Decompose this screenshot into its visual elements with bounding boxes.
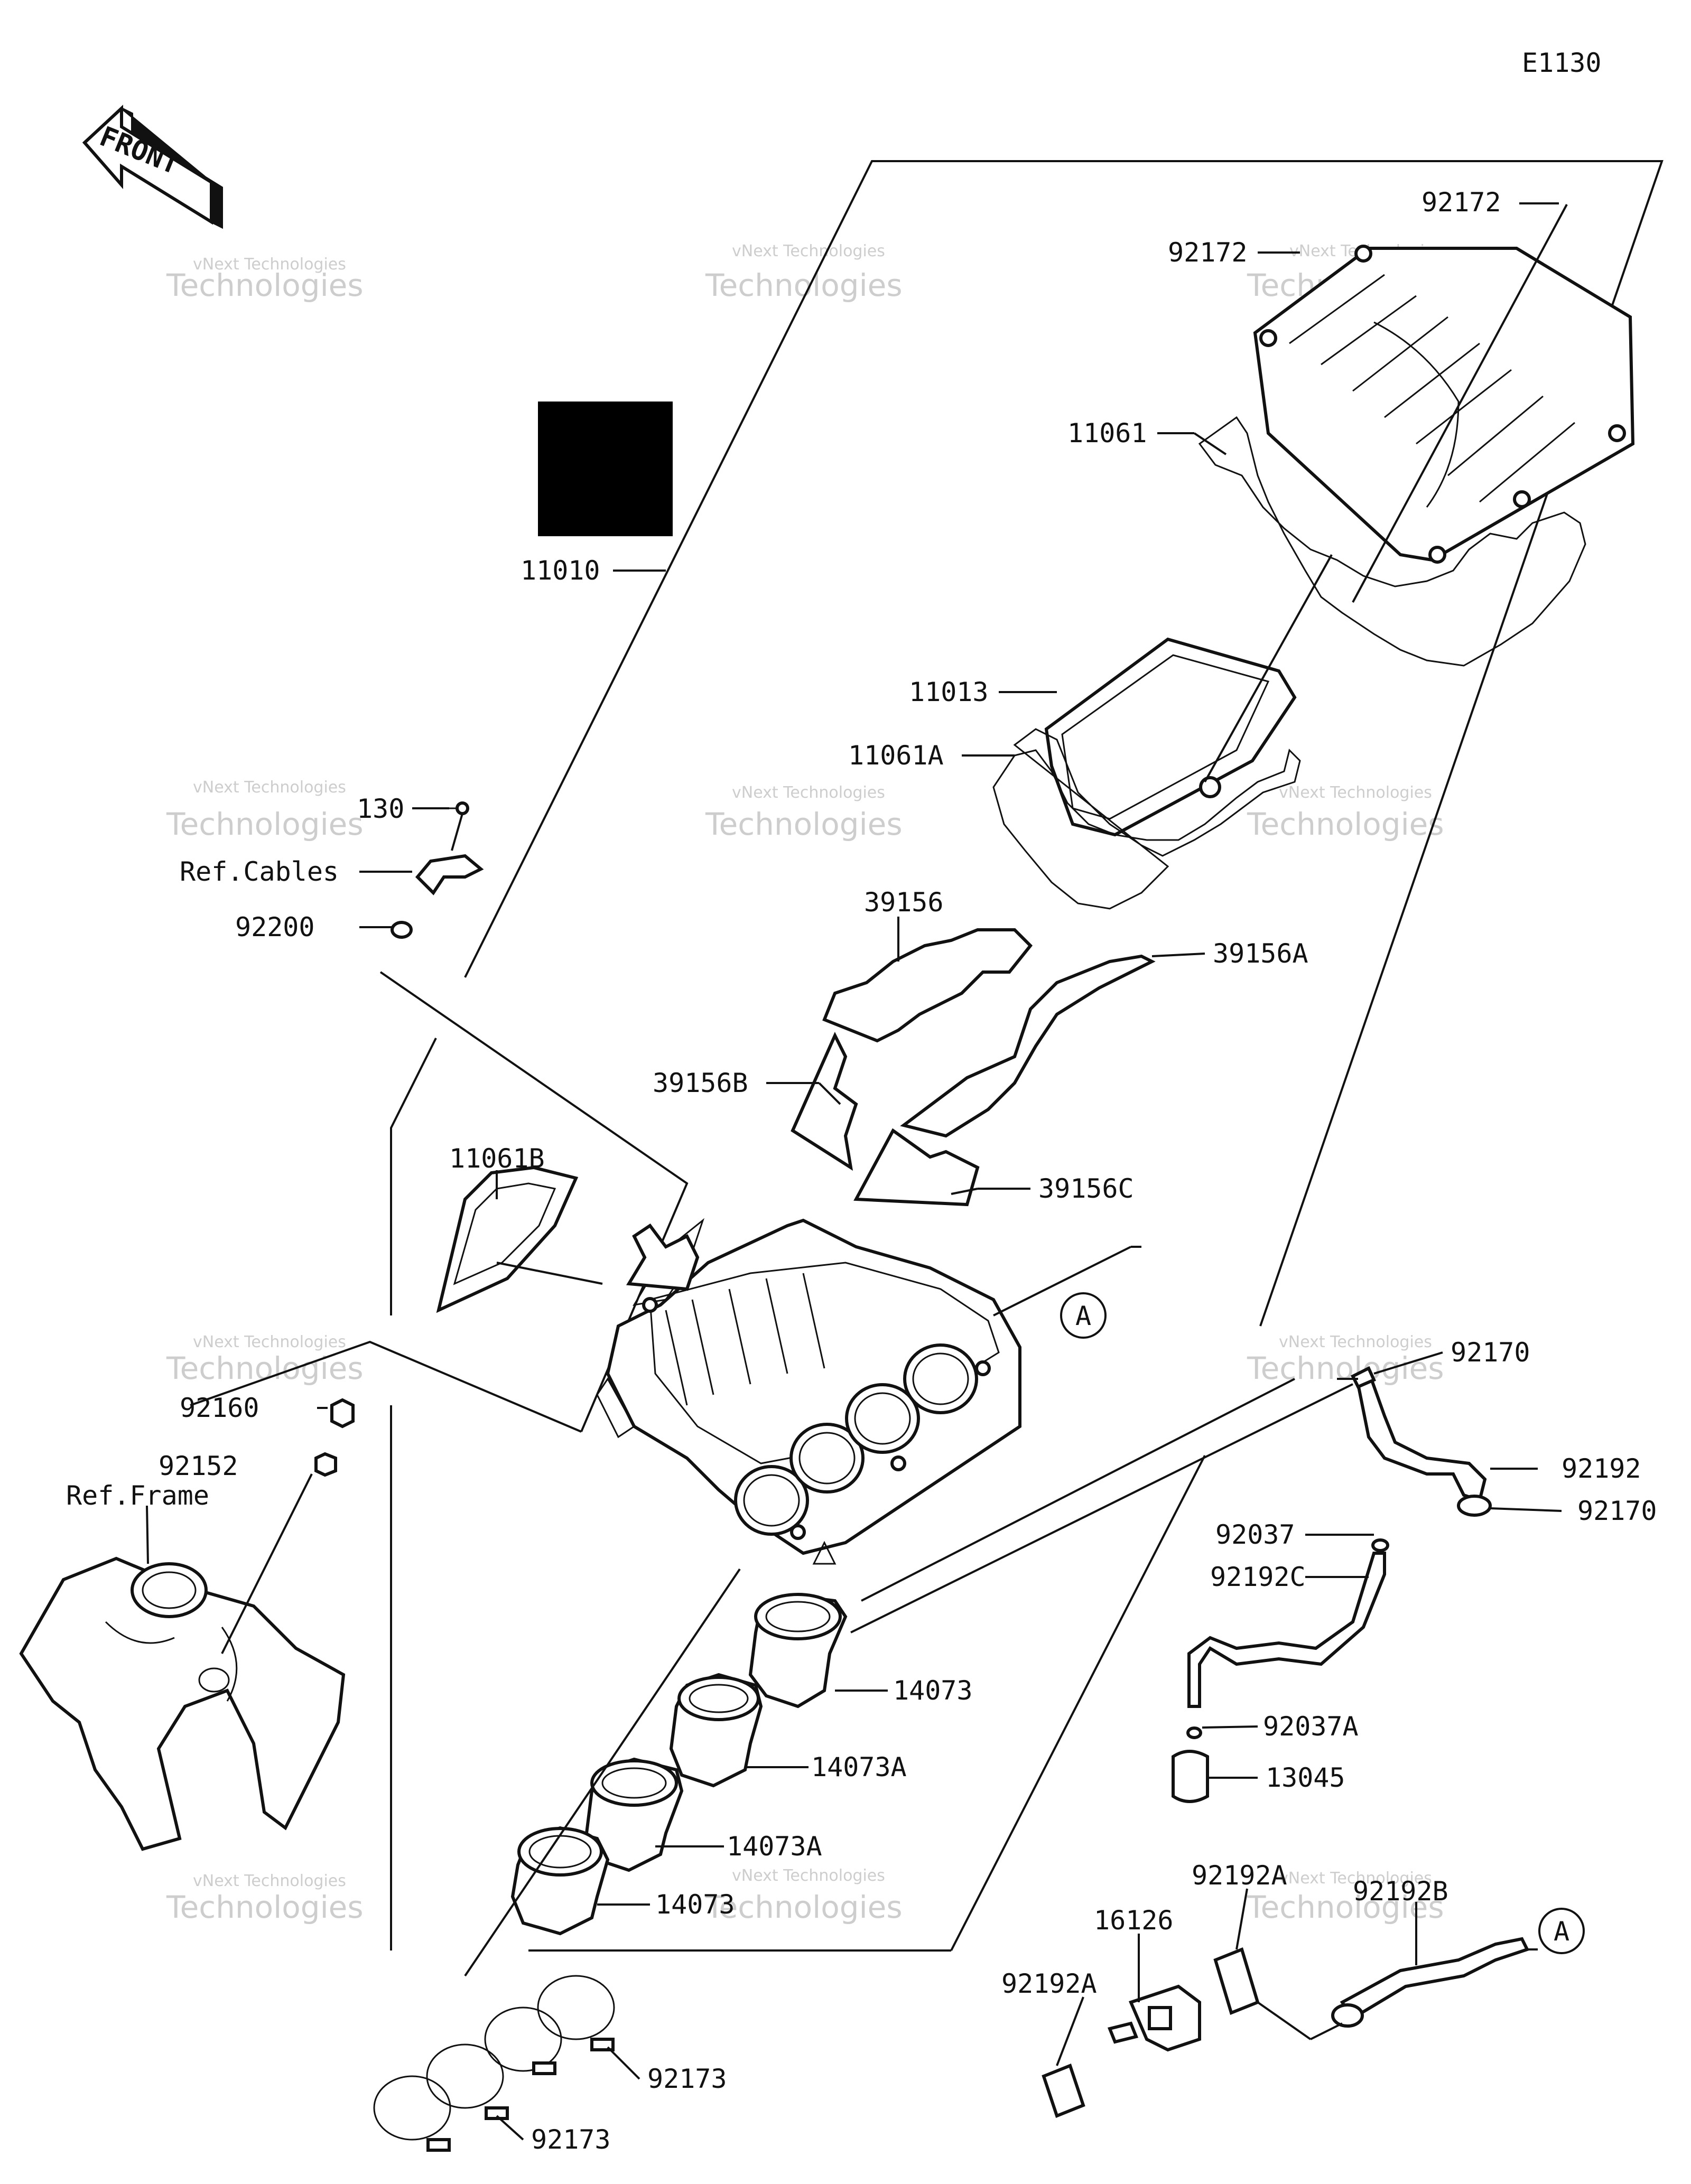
label-92200: 92200 [235, 912, 315, 942]
label-92173-right: 92173 [647, 2064, 727, 2094]
hose-92192A-left [1042, 2064, 1085, 2118]
label-92170-top: 92170 [1451, 1337, 1530, 1368]
watermark-text: vNext Technologies [1279, 1869, 1432, 1888]
label-11061: 11061 [1067, 418, 1147, 449]
label-39156C: 39156C [1038, 1173, 1134, 1204]
sheet-39156B [791, 1031, 858, 1171]
label-92170-bottom: 92170 [1577, 1496, 1657, 1526]
label-92037: 92037 [1215, 1519, 1295, 1550]
hose-92192B [1331, 1937, 1530, 2028]
front-arrow-icon: FRONT [82, 105, 223, 229]
part-labels: 92172 92172 11061 11010 11013 11061A 130… [66, 187, 1657, 2155]
filter-element-11013 [1044, 637, 1297, 837]
diagram-code: E1130 [1522, 48, 1602, 78]
watermark-text: Technologies [166, 267, 364, 303]
intake-duct-14073A-bottom [584, 1757, 684, 1872]
plate-39156A [900, 954, 1156, 1138]
ref-marker-a-bottom-label: A [1554, 1916, 1569, 1947]
label-92192B: 92192B [1353, 1876, 1448, 1907]
label-130: 130 [357, 794, 404, 824]
breather-hose-92192 [1350, 1366, 1492, 1517]
upper-housing [1253, 245, 1635, 564]
label-92152: 92152 [159, 1451, 238, 1481]
label-92172-mid: 92172 [1168, 237, 1248, 268]
label-11061A: 11061A [848, 740, 944, 771]
ref-marker-a-top: A [1060, 1292, 1107, 1339]
label-92192C: 92192C [1210, 1562, 1306, 1592]
gasket-11061 [1198, 416, 1586, 667]
ref-marker-a-bottom: A [1538, 1908, 1585, 1954]
label-39156B: 39156B [653, 1068, 748, 1098]
gasket-11061A [992, 728, 1301, 910]
watermark-text: Technologies [705, 1889, 903, 1925]
valve-16126 [1107, 1984, 1201, 2052]
watermark-text: Technologies [166, 806, 364, 842]
label-14073A-top: 14073A [811, 1752, 907, 1782]
ref-marker-a-top-label: A [1075, 1301, 1091, 1331]
leader-lines [146, 202, 1568, 2141]
label-92192: 92192 [1562, 1453, 1641, 1484]
seal-11061B [436, 1165, 579, 1313]
intake-duct-14073A-top [669, 1673, 763, 1788]
label-14073-bottom: 14073 [655, 1889, 735, 1920]
watermark-text: vNext Technologies [193, 1872, 346, 1890]
frame-reference [19, 1556, 346, 1851]
assembly-outline [190, 160, 1664, 1952]
intake-duct-14073-bottom [510, 1826, 610, 1936]
watermark-text: vNext Technologies [732, 242, 885, 260]
watermark-text: Technologies [1247, 806, 1444, 842]
watermark-text: Technologies [166, 1889, 364, 1925]
label-14073A-bottom: 14073A [727, 1831, 822, 1862]
label-13045: 13045 [1266, 1762, 1345, 1793]
watermark-text: vNext Technologies [732, 1866, 885, 1885]
label-92192A-left: 92192A [1001, 1968, 1097, 1999]
sheet-39156C [853, 1128, 980, 1207]
watermark-text: vNext Technologies [732, 783, 885, 802]
watermark-text: Technologies [1247, 1350, 1444, 1386]
label-92172-top: 92172 [1421, 187, 1501, 218]
watermark-text: vNext Technologies [1279, 1333, 1432, 1351]
label-92160: 92160 [180, 1393, 259, 1423]
watermark-text: vNext Technologies [193, 1333, 346, 1351]
label-39156A: 39156A [1213, 938, 1308, 969]
part-11010-swatch [538, 402, 673, 536]
label-11010: 11010 [521, 555, 600, 586]
watermark-text: vNext Technologies [193, 255, 346, 274]
lower-housing [596, 1218, 1021, 1565]
clamps-92173 [373, 1975, 615, 2152]
label-11061B: 11061B [449, 1143, 545, 1174]
grommet-92160 [330, 1398, 355, 1429]
label-92173-bottom: 92173 [531, 2124, 611, 2155]
watermark-text: vNext Technologies [1279, 783, 1432, 802]
label-ref-frame: Ref.Frame [66, 1480, 209, 1511]
cable-bracket [391, 801, 484, 939]
watermark-text: vNext Technologies [193, 778, 346, 797]
label-16126: 16126 [1094, 1905, 1174, 1936]
intake-duct-14073-top [748, 1593, 848, 1709]
watermark-text: Technologies [705, 806, 903, 842]
heat-shield-39156 [822, 928, 1033, 1043]
label-11013: 11013 [909, 677, 989, 707]
hose-92192A-top [1213, 1947, 1260, 2015]
label-92037A: 92037A [1263, 1711, 1359, 1742]
label-92192A-top: 92192A [1192, 1860, 1287, 1891]
drain-hose-92192C [1172, 1538, 1389, 1803]
grommet-92152 [314, 1452, 337, 1477]
label-ref-cables: Ref.Cables [180, 856, 339, 887]
label-39156: 39156 [864, 887, 944, 918]
label-14073-top: 14073 [893, 1675, 973, 1706]
watermark-text: Technologies [1247, 1889, 1444, 1925]
